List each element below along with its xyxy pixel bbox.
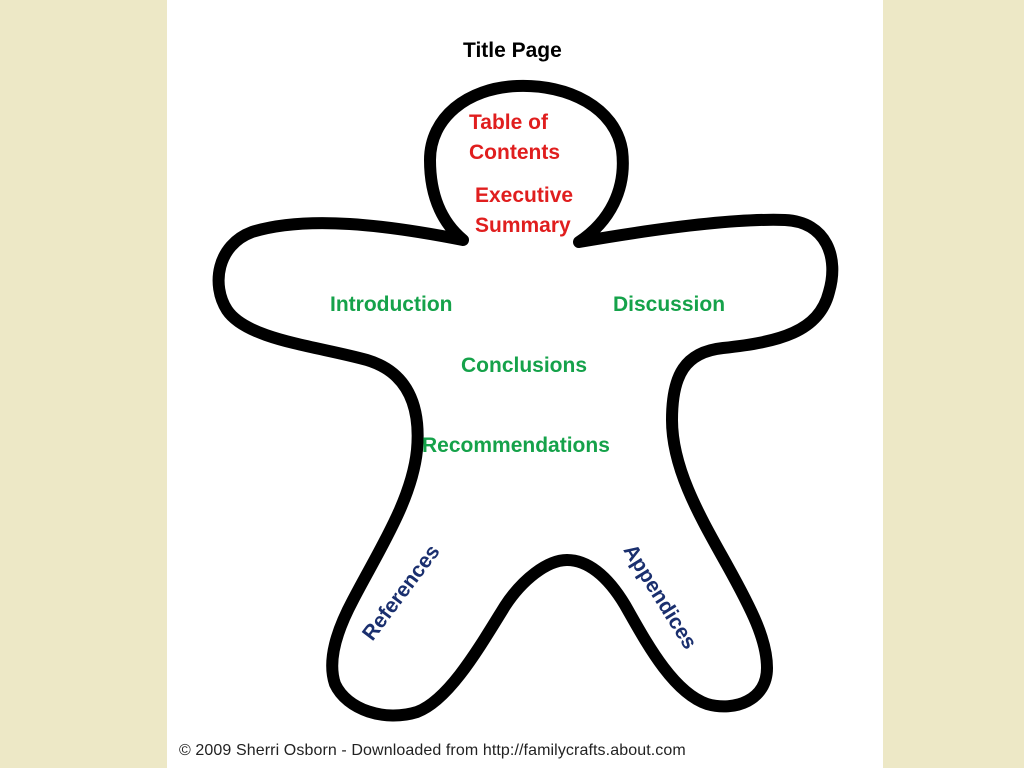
label-discussion: Discussion xyxy=(613,293,726,316)
label-executive-summary: Executive Summary xyxy=(475,184,574,237)
gingerbread-figure-outline xyxy=(212,79,839,722)
label-conclusions: Conclusions xyxy=(461,354,588,377)
copyright-notice: © 2009 Sherri Osborn - Downloaded from h… xyxy=(179,742,686,759)
label-introduction: Introduction xyxy=(330,293,453,316)
slide: Title Page Table of Contents Executive S… xyxy=(167,0,883,768)
label-recommendations: Recommendations xyxy=(422,434,610,457)
label-title-page: Title Page xyxy=(463,39,562,62)
figure-outline-path xyxy=(212,79,839,722)
label-table-of-contents: Table of Contents xyxy=(469,111,560,164)
